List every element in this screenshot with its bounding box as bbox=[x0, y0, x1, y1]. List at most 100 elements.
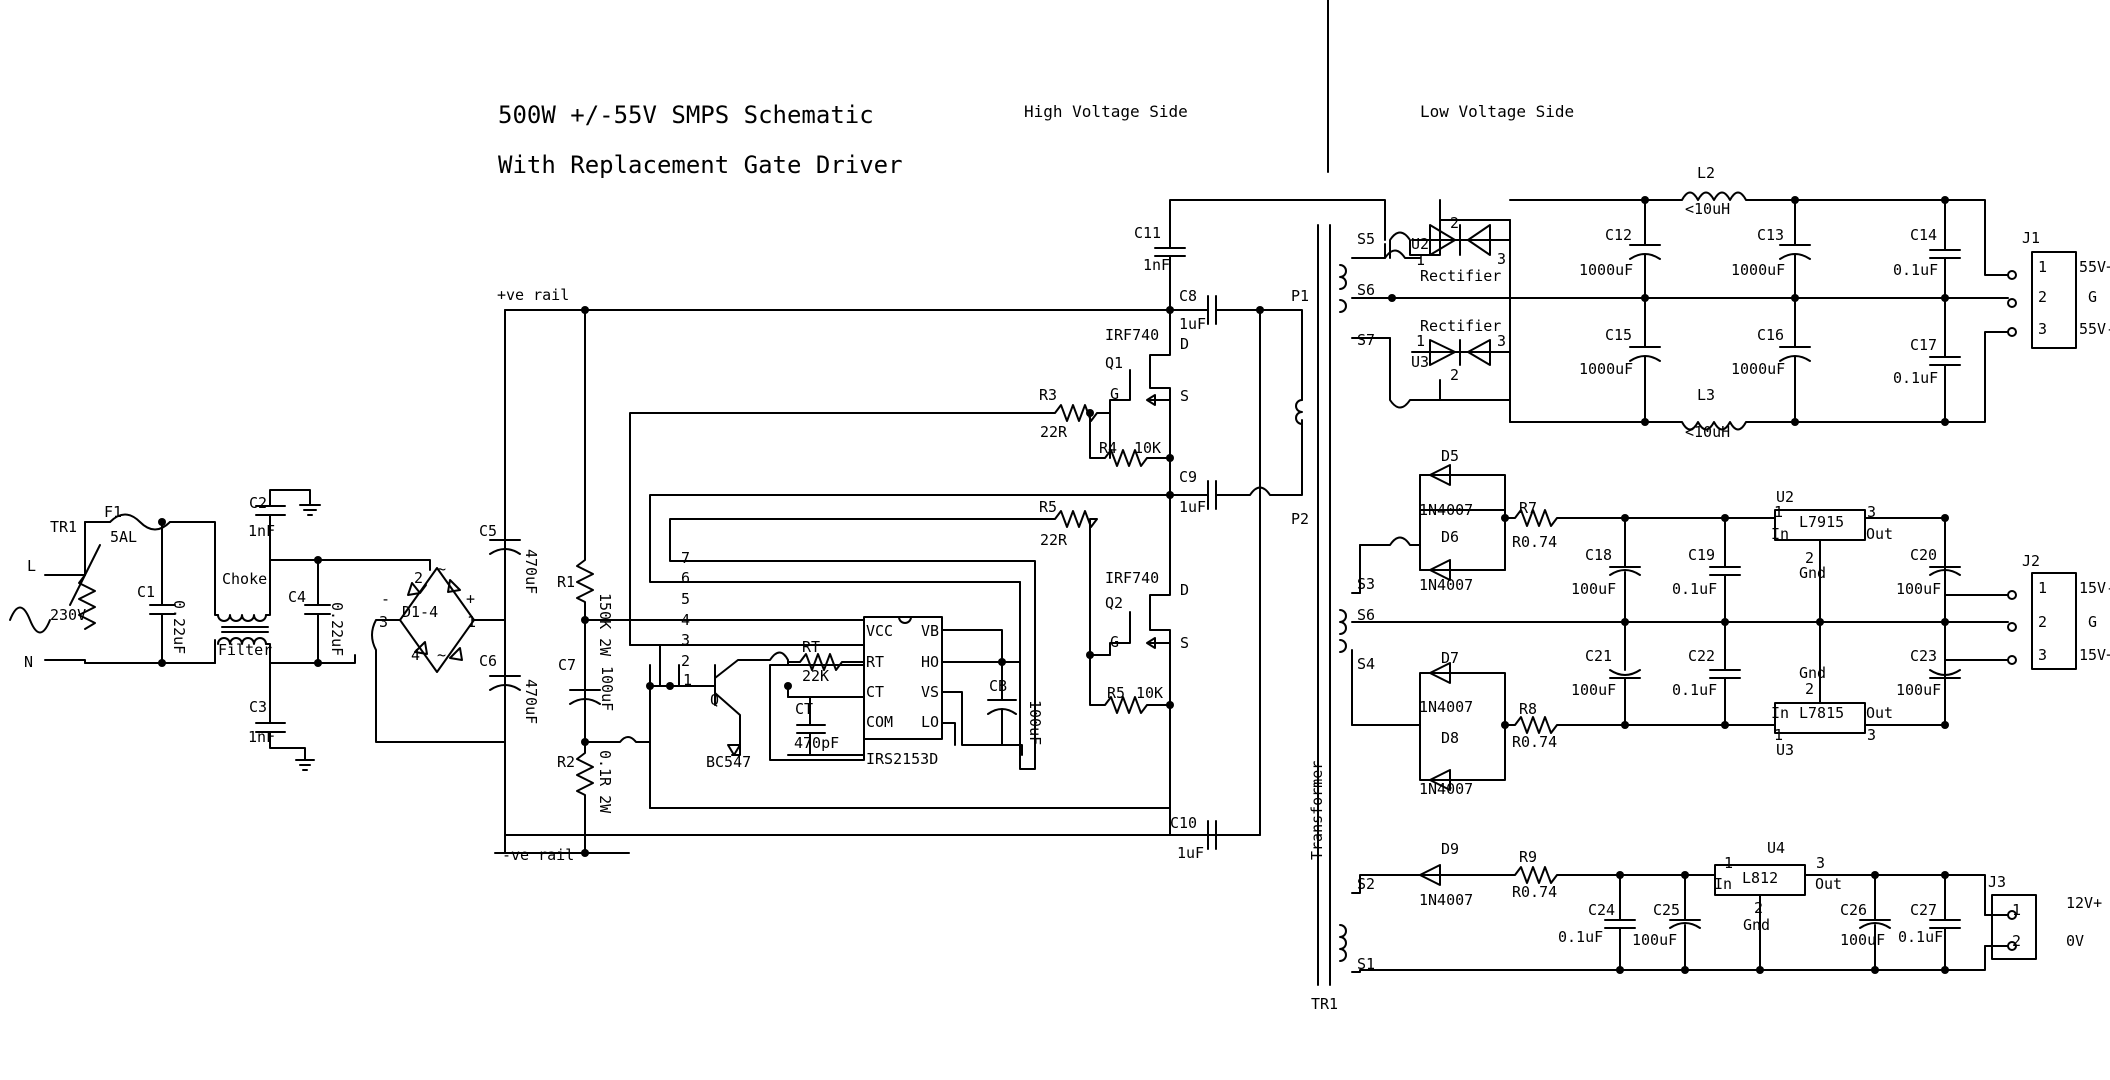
label-c11-val: 1nF bbox=[1143, 256, 1170, 274]
label-u3-in: In bbox=[1771, 704, 1789, 722]
label-s6b: S6 bbox=[1357, 606, 1375, 624]
label-j2-o3: 15V+ bbox=[2079, 646, 2110, 664]
label-u3-3: 3 bbox=[1867, 726, 1876, 744]
label-u2r2: 2 bbox=[1450, 214, 1459, 232]
label-g2l: G bbox=[1110, 633, 1119, 651]
label-ct-val: 470pF bbox=[794, 734, 839, 752]
label-j2-o1: 15V- bbox=[2079, 579, 2110, 597]
label-c5-val: 470uF bbox=[522, 549, 540, 594]
label-choke: Choke bbox=[222, 570, 267, 588]
label-r5b: R5 bbox=[1107, 684, 1125, 702]
label-u4: U4 bbox=[1767, 839, 1785, 857]
label-c11: C11 bbox=[1134, 224, 1161, 242]
label-u3-out: Out bbox=[1866, 704, 1893, 722]
label-ho: HO bbox=[921, 653, 939, 671]
label-cb-val: 100uF bbox=[1026, 700, 1044, 745]
label-c22: C22 bbox=[1688, 647, 1715, 665]
label-j1-3: 3 bbox=[2038, 320, 2047, 338]
label-d7: D7 bbox=[1441, 649, 1459, 667]
label-u4-1: 1 bbox=[1724, 854, 1733, 872]
label-u3r2: 2 bbox=[1450, 366, 1459, 384]
label-c4: C4 bbox=[288, 588, 306, 606]
label-j2-3: 3 bbox=[2038, 646, 2047, 664]
label-c20: C20 bbox=[1910, 546, 1937, 564]
label-j3-o2: 0V bbox=[2066, 932, 2084, 950]
label-c13: C13 bbox=[1757, 226, 1784, 244]
label-q: Q bbox=[710, 691, 719, 709]
label-u3r3: 3 bbox=[1497, 332, 1506, 350]
label-l3: L3 bbox=[1697, 386, 1715, 404]
label-s2: S2 bbox=[1357, 875, 1375, 893]
label-u3: U3 bbox=[1776, 741, 1794, 759]
label-j1-1: 1 bbox=[2038, 258, 2047, 276]
label-j2-o2: G bbox=[2088, 613, 2097, 631]
label-d7-val: 1N4007 bbox=[1419, 698, 1473, 716]
label-c25: C25 bbox=[1653, 901, 1680, 919]
label-d14: D1-4 bbox=[402, 603, 438, 621]
label-d5-val: 1N4007 bbox=[1419, 501, 1473, 519]
label-r9-val: R0.74 bbox=[1512, 883, 1557, 901]
label-r7-val: R0.74 bbox=[1512, 533, 1557, 551]
label-u2-in: In bbox=[1771, 525, 1789, 543]
label-c21: C21 bbox=[1585, 647, 1612, 665]
label-r5: R5 bbox=[1039, 498, 1057, 516]
label-irf1: IRF740 bbox=[1105, 326, 1159, 344]
label-d2l: D bbox=[1180, 581, 1189, 599]
label-c7-val: 100uF bbox=[598, 666, 616, 711]
label-c14-val: 0.1uF bbox=[1893, 261, 1938, 279]
label-d1l: D bbox=[1180, 335, 1189, 353]
label-d8: D8 bbox=[1441, 729, 1459, 747]
label-rtp: RT bbox=[866, 653, 884, 671]
label-u2-2: 2 bbox=[1805, 549, 1814, 567]
label-filter: Filter bbox=[218, 641, 272, 659]
label-s3: S3 bbox=[1357, 575, 1375, 593]
label-u3-2: 2 bbox=[1805, 680, 1814, 698]
label-c17-val: 0.1uF bbox=[1893, 369, 1938, 387]
label-u4-in: In bbox=[1714, 875, 1732, 893]
title-line-2: With Replacement Gate Driver bbox=[498, 151, 903, 179]
label-r2: R2 bbox=[557, 753, 575, 771]
label-d6-val: 1N4007 bbox=[1419, 576, 1473, 594]
label-c20-val: 100uF bbox=[1896, 580, 1941, 598]
label-com: COM bbox=[866, 713, 893, 731]
label-c13-val: 1000uF bbox=[1731, 261, 1785, 279]
label-c23-val: 100uF bbox=[1896, 681, 1941, 699]
label-r5-val: 22R bbox=[1040, 531, 1068, 549]
label-r1: R1 bbox=[557, 573, 575, 591]
label-br1: 1 bbox=[467, 613, 476, 631]
label-s7: S7 bbox=[1357, 331, 1375, 349]
label-r8-val: R0.74 bbox=[1512, 733, 1557, 751]
label-brm: - bbox=[381, 590, 390, 608]
label-u2r: U2 bbox=[1411, 235, 1429, 253]
label-l2: L2 bbox=[1697, 164, 1715, 182]
label-f1: F1 bbox=[104, 503, 122, 521]
label-c27-val: 0.1uF bbox=[1898, 928, 1943, 946]
label-c26-val: 100uF bbox=[1840, 931, 1885, 949]
label-c24: C24 bbox=[1588, 901, 1615, 919]
label-br2: 2 bbox=[414, 569, 423, 587]
label-u2r3: 3 bbox=[1497, 250, 1506, 268]
label-u2r1: 1 bbox=[1416, 251, 1425, 269]
label-c2-val: 1nF bbox=[248, 522, 275, 540]
label-c1: C1 bbox=[137, 583, 155, 601]
label-vs: VS bbox=[921, 683, 939, 701]
label-rect1: Rectifier bbox=[1420, 267, 1501, 285]
label-j3-o1: 12V+ bbox=[2066, 894, 2102, 912]
label-s4: S4 bbox=[1357, 655, 1375, 673]
label-u3-part: L7815 bbox=[1799, 704, 1844, 722]
label-irf2: IRF740 bbox=[1105, 569, 1159, 587]
label-f1-val: 5AL bbox=[110, 528, 137, 546]
label-r3-val: 22R bbox=[1040, 423, 1068, 441]
label-c6: C6 bbox=[479, 652, 497, 670]
label-c10: C10 bbox=[1170, 814, 1197, 832]
label-br4: 4 bbox=[411, 646, 420, 664]
label-hv-rail-neg: -ve rail bbox=[502, 846, 574, 864]
label-c9-val: 1uF bbox=[1179, 498, 1206, 516]
label-c6-val: 470uF bbox=[522, 679, 540, 724]
label-r7: R7 bbox=[1519, 499, 1537, 517]
label-s5: S5 bbox=[1357, 230, 1375, 248]
label-tr1-in: TR1 bbox=[50, 518, 77, 536]
label-u3r: U3 bbox=[1411, 353, 1429, 371]
label-mains-n: N bbox=[24, 653, 33, 671]
label-p6: 6 bbox=[681, 569, 690, 587]
